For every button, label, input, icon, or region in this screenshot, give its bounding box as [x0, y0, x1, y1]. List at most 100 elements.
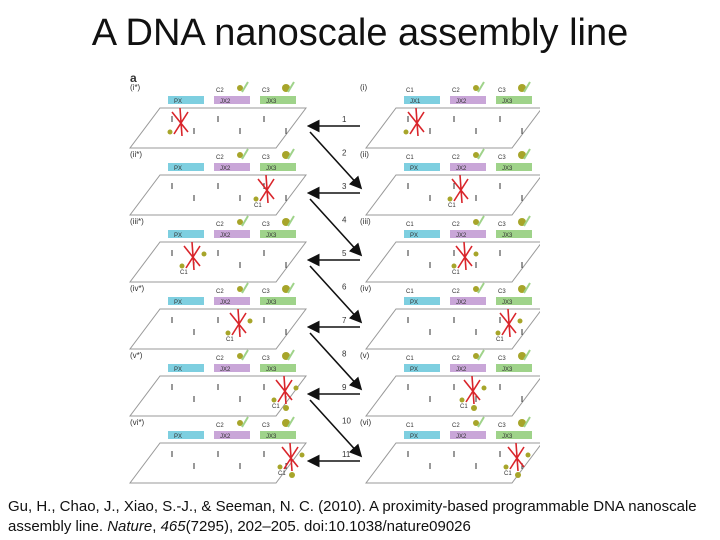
state-label: (vi)	[360, 418, 371, 427]
cargo-ball	[473, 219, 479, 225]
step-number: 3	[342, 182, 347, 191]
cargo-ball	[282, 352, 290, 360]
platform	[129, 174, 307, 216]
citation-sep: ,	[152, 518, 161, 535]
cassette-label: C3	[498, 356, 506, 362]
cargo-ball	[473, 251, 479, 257]
tile-label: PX	[410, 300, 418, 306]
tile	[168, 230, 204, 238]
tile	[214, 96, 250, 104]
step-number: 1	[342, 115, 347, 124]
platform	[365, 174, 540, 216]
cargo-ball	[451, 263, 457, 269]
tile-label: PX	[410, 367, 418, 373]
state-label: (ii)	[360, 150, 369, 159]
cassette-label: C2	[216, 423, 224, 429]
tile	[260, 163, 296, 171]
tile-label: JX2	[456, 166, 467, 172]
cargo-ball	[282, 218, 290, 226]
tile	[450, 163, 486, 171]
cargo-ball	[518, 285, 526, 293]
cargo-ball	[237, 353, 243, 359]
cargo-ball	[525, 452, 531, 458]
walker	[407, 107, 425, 137]
arm-handle	[523, 282, 531, 294]
walker-label: C1	[496, 337, 504, 343]
cargo-ball	[473, 152, 479, 158]
tile-label: JX3	[266, 367, 277, 373]
tile	[496, 96, 532, 104]
tile-label: PX	[410, 434, 418, 440]
tile-label: JX2	[456, 99, 467, 105]
walker-label: C1	[460, 404, 468, 410]
tile-label: JX2	[456, 300, 467, 306]
tile	[404, 230, 440, 238]
cargo-ball	[473, 420, 479, 426]
walker	[455, 241, 473, 271]
cassette-label: C2	[216, 155, 224, 161]
tile	[260, 297, 296, 305]
state-label: (iii)	[360, 217, 371, 226]
tile-label: JX2	[220, 233, 231, 239]
arm-handle	[287, 349, 295, 361]
step-number: 7	[342, 316, 347, 325]
cargo-ball	[518, 151, 526, 159]
citation-journal: Nature	[107, 518, 153, 535]
arm-handle	[477, 416, 485, 428]
step-number: 5	[342, 249, 347, 258]
tile	[260, 230, 296, 238]
tile	[214, 297, 250, 305]
state-label: (v)	[360, 351, 370, 360]
cassette-label: C3	[498, 289, 506, 295]
tile	[168, 431, 204, 439]
cargo-ball	[481, 385, 487, 391]
tile	[496, 297, 532, 305]
tile	[168, 163, 204, 171]
cargo-ball	[237, 152, 243, 158]
arm-handle	[287, 416, 295, 428]
state-label: (ii*)	[130, 150, 142, 159]
arm-handle	[241, 282, 249, 294]
tile	[450, 230, 486, 238]
platform	[129, 375, 307, 417]
arm-handle	[241, 215, 249, 227]
cassette-label: C1	[406, 289, 414, 295]
tile	[496, 230, 532, 238]
tile	[214, 364, 250, 372]
walker-label: C1	[504, 471, 512, 477]
walker-label: C1	[452, 270, 460, 276]
platform	[365, 308, 540, 350]
cargo-ball	[473, 85, 479, 91]
arm-handle	[241, 81, 249, 93]
tile	[450, 297, 486, 305]
state-label: (v*)	[130, 351, 143, 360]
walker	[451, 174, 469, 204]
cassette-label: C3	[498, 88, 506, 94]
cassette-label: C2	[216, 289, 224, 295]
tile-label: JX2	[456, 367, 467, 373]
walker-label: C1	[254, 203, 262, 209]
arm-handle	[523, 215, 531, 227]
cargo-ball	[237, 286, 243, 292]
citation-volume: 465	[160, 518, 186, 535]
cargo-ball	[282, 419, 290, 427]
cargo-ball	[283, 405, 289, 411]
cassette-label: C3	[498, 155, 506, 161]
state-label: (iv)	[360, 284, 371, 293]
platform	[365, 241, 540, 283]
arm-handle	[287, 81, 295, 93]
tile	[168, 364, 204, 372]
cargo-ball	[253, 196, 259, 202]
cassette-label: C3	[262, 356, 270, 362]
tile	[404, 96, 440, 104]
tile-label: JX3	[502, 166, 513, 172]
walker	[275, 375, 293, 405]
tile	[404, 163, 440, 171]
step-number: 8	[342, 350, 347, 359]
